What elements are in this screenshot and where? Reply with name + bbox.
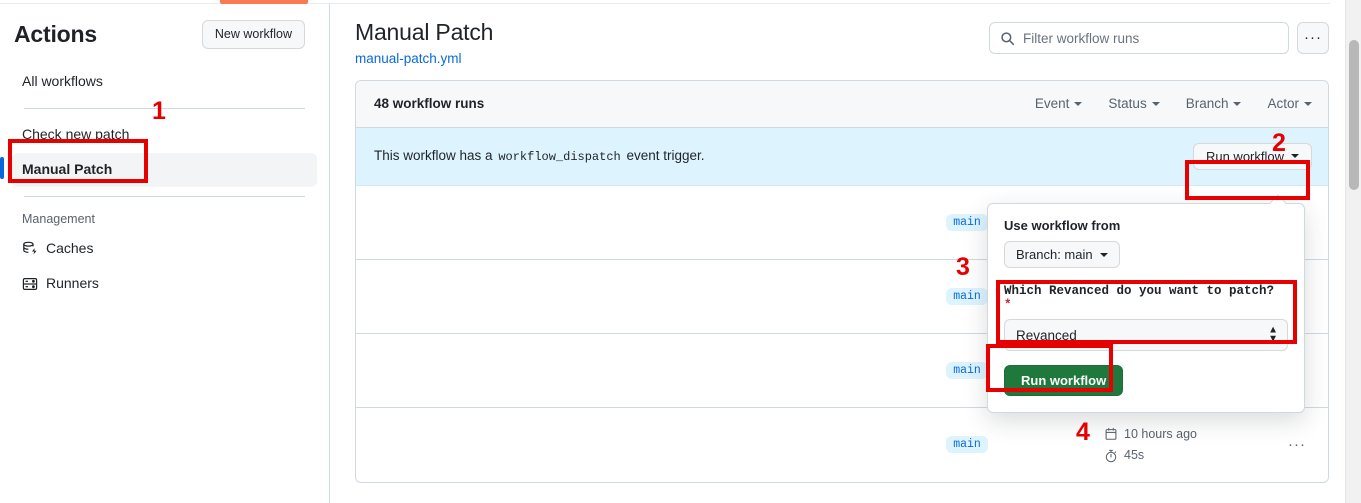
sidebar-management-nav: Caches Runners [0, 232, 329, 301]
workflow-dispatch-banner: This workflow has a workflow_dispatch ev… [356, 127, 1328, 186]
filter-status-dropdown[interactable]: Status [1108, 96, 1160, 112]
select-updown-icon: ▲▼ [1268, 324, 1278, 344]
sidebar-header: Actions New workflow [0, 4, 329, 61]
chevron-down-icon [1099, 252, 1108, 257]
branch-badge[interactable]: main [946, 287, 988, 305]
run-branch-cell: main [852, 287, 1082, 305]
scrollbar-thumb[interactable] [1349, 40, 1359, 190]
use-workflow-from-label: Use workflow from [1004, 218, 1121, 233]
sidebar-item-label: Check new patch [22, 125, 130, 142]
vertical-scrollbar[interactable] [1345, 0, 1361, 503]
required-marker: * [1004, 298, 1012, 312]
submit-run-workflow-button[interactable]: Run workflow [1004, 365, 1124, 396]
branch-badge[interactable]: main [946, 213, 988, 231]
sidebar-item-label: Manual Patch [22, 161, 113, 178]
branch-select-label: Branch: main [1016, 247, 1093, 262]
patch-select-wrap: Revanced ▲▼ [1004, 319, 1288, 351]
run-branch-cell: main [852, 436, 1082, 454]
patch-select-value: Revanced [1016, 327, 1077, 343]
chevron-down-icon [1233, 101, 1242, 106]
workflow-file-link[interactable]: manual-patch.yml [355, 50, 462, 66]
sidebar-item-caches[interactable]: Caches [12, 232, 317, 266]
sidebar-item-label: Runners [46, 275, 99, 292]
more-options-button[interactable]: ··· [1297, 22, 1329, 54]
sidebar-item-runners[interactable]: Runners [12, 267, 317, 301]
run-workflow-panel: Use workflow from Branch: main Which Rev… [987, 194, 1305, 413]
dispatch-text-after: event trigger. [626, 148, 705, 164]
runs-count-label: 48 workflow runs [374, 96, 485, 112]
page-right-edge [1330, 0, 1345, 503]
filter-actor-dropdown[interactable]: Actor [1267, 96, 1312, 111]
branch-select-button[interactable]: Branch: main [1004, 241, 1120, 268]
chevron-down-icon [1291, 154, 1299, 159]
new-workflow-button[interactable]: New workflow [201, 20, 305, 49]
patch-select[interactable]: Revanced [1004, 319, 1288, 351]
sidebar-item-all-workflows[interactable]: All workflows [12, 65, 317, 99]
run-branch-cell: main [852, 361, 1082, 379]
filter-event-dropdown[interactable]: Event [1035, 96, 1083, 111]
runs-toolbar: 48 workflow runs Event Status Branch [356, 80, 1328, 128]
table-row[interactable]: main [356, 186, 1328, 260]
calendar-icon [1105, 428, 1117, 441]
dispatch-text-before: This workflow has a [374, 148, 493, 164]
run-workflow-dropdown-button[interactable]: Run workflow [1192, 142, 1312, 170]
server-icon [22, 276, 38, 292]
header-actions: ··· [989, 22, 1329, 54]
stopwatch-icon [1105, 449, 1117, 462]
branch-badge[interactable]: main [946, 361, 988, 379]
run-branch-cell: main [852, 213, 1082, 231]
cache-icon [22, 241, 38, 257]
runs-filters: Event Status Branch Actor [1035, 96, 1312, 111]
filter-branch-dropdown[interactable]: Branch [1186, 96, 1242, 111]
dispatch-event-code: workflow_dispatch [498, 150, 621, 165]
run-duration-label: 45s [1124, 447, 1145, 462]
run-date: 10 hours ago [1104, 424, 1282, 445]
page-title: Actions [14, 21, 97, 47]
filter-actor-label: Actor [1267, 96, 1299, 112]
chevron-down-icon [1304, 101, 1312, 106]
actions-sidebar: Actions New workflow All workflows Check… [0, 4, 330, 503]
table-row[interactable]: main [356, 260, 1328, 334]
filter-branch-label: Branch [1185, 96, 1229, 112]
row-more-options[interactable]: ··· [1288, 436, 1306, 454]
run-duration: 45s [1104, 445, 1282, 466]
sidebar-item-label: Caches [46, 239, 94, 256]
run-meta-cell: 10 hours ago 45s [1082, 424, 1282, 467]
workflow-heading: Manual Patch manual-patch.yml [355, 18, 493, 66]
sidebar-divider-1 [24, 107, 305, 109]
top-strip [0, 0, 1345, 4]
main-header: Manual Patch manual-patch.yml ··· [355, 18, 1329, 66]
main-content: Manual Patch manual-patch.yml ··· 48 w [331, 4, 1345, 503]
patch-input-label-text: Which Revanced do you want to patch? [1004, 284, 1275, 298]
sidebar-section-management: Management [22, 211, 95, 226]
tab-indicator [220, 0, 308, 4]
patch-input-label: Which Revanced do you want to patch? * [1004, 284, 1288, 312]
sidebar-nav: All workflows Check new patch Manual Pat… [0, 61, 329, 197]
filter-status-label: Status [1108, 96, 1147, 112]
search-input[interactable] [1023, 30, 1278, 46]
run-date-label: 10 hours ago [1124, 426, 1197, 441]
sidebar-item-label: All workflows [22, 73, 103, 89]
table-row[interactable]: main 10 hours ago [356, 408, 1328, 482]
sidebar-item-manual-patch[interactable]: Manual Patch [0, 153, 317, 187]
workflow-runs-box: 48 workflow runs Event Status Branch [355, 79, 1329, 483]
sidebar-item-check-new-patch[interactable]: Check new patch [12, 118, 317, 152]
run-workflow-label: Run workflow [1205, 148, 1284, 164]
chevron-down-icon [1074, 101, 1083, 106]
chevron-down-icon [1151, 101, 1160, 106]
search-icon [1000, 31, 1015, 46]
filter-workflow-runs-box[interactable] [989, 22, 1289, 54]
filter-event-label: Event [1034, 96, 1070, 112]
dispatch-banner-text: This workflow has a workflow_dispatch ev… [374, 148, 705, 164]
sidebar-divider-2 [24, 195, 305, 197]
branch-badge[interactable]: main [946, 436, 988, 454]
workflow-name: Manual Patch [355, 19, 494, 45]
